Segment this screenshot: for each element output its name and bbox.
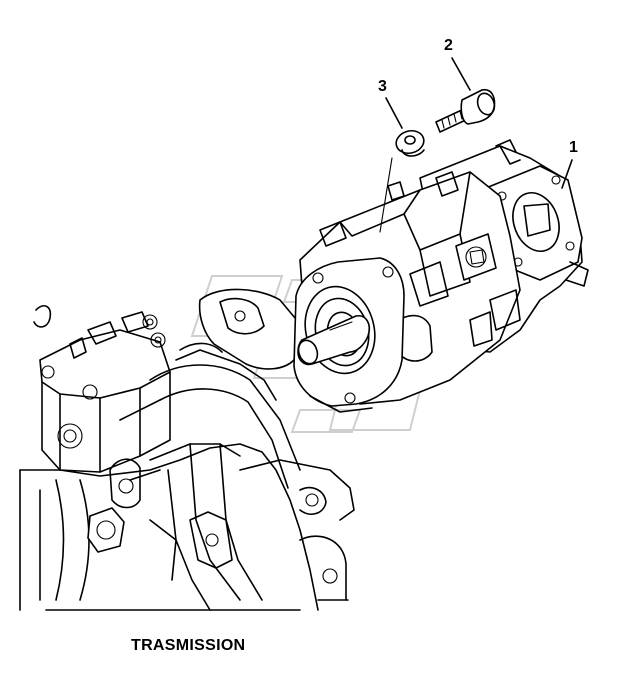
leader-line-3: [385, 97, 403, 129]
assembly-axis: [379, 157, 393, 233]
leader-lines: [379, 57, 573, 233]
hydraulic-pump: [293, 139, 589, 413]
callout-part-3: 3: [378, 78, 387, 95]
callout-part-2: 2: [444, 37, 453, 54]
transmission-housing: [19, 288, 355, 611]
washer: [395, 129, 425, 157]
leader-line-1: [561, 159, 573, 189]
caption-label: TRASMISSION: [131, 637, 246, 654]
callout-part-1: 1: [569, 139, 578, 156]
cap-screw: [435, 88, 496, 133]
leader-line-2: [451, 57, 471, 91]
